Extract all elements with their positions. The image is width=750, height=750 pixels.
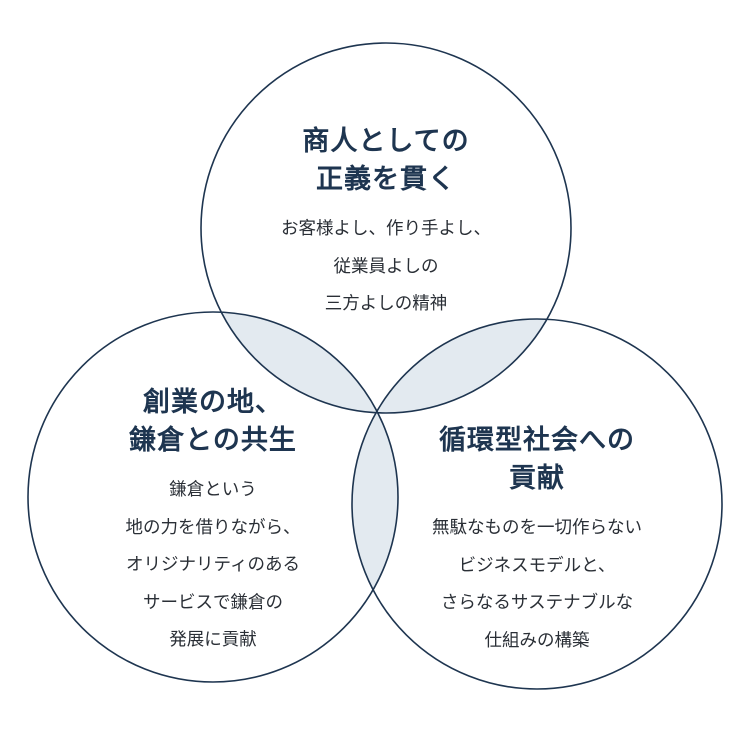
circle-left	[27, 311, 399, 683]
circle-top-title: 商人としての 正義を貫く	[302, 126, 470, 195]
circle-left-content: 創業の地、 鎌倉との共生 鎌倉という 地の力を借りながら、 オリジナリティのある…	[63, 384, 363, 660]
circle-left-title: 創業の地、 鎌倉との共生	[129, 387, 297, 456]
circle-top-content: 商人としての 正義を貫く お客様よし、作り手よし、 従業員よしの 三方よしの精神	[236, 123, 536, 324]
circle-left-body: 鎌倉という 地の力を借りながら、 オリジナリティのある サービスで鎌倉の 発展に…	[125, 480, 301, 650]
circle-right-body: 無駄なものを一切作らない ビジネスモデルと、 さらなるサステナブルな 仕組みの構…	[432, 518, 642, 651]
circle-right	[351, 318, 723, 690]
circle-right-content: 循環型社会への 貢献 無駄なものを一切作らない ビジネスモデルと、 さらなるサス…	[387, 422, 687, 660]
circle-right-title: 循環型社会への 貢献	[439, 425, 635, 494]
circle-top	[200, 42, 572, 414]
circle-top-body: お客様よし、作り手よし、 従業員よしの 三方よしの精神	[281, 219, 491, 314]
